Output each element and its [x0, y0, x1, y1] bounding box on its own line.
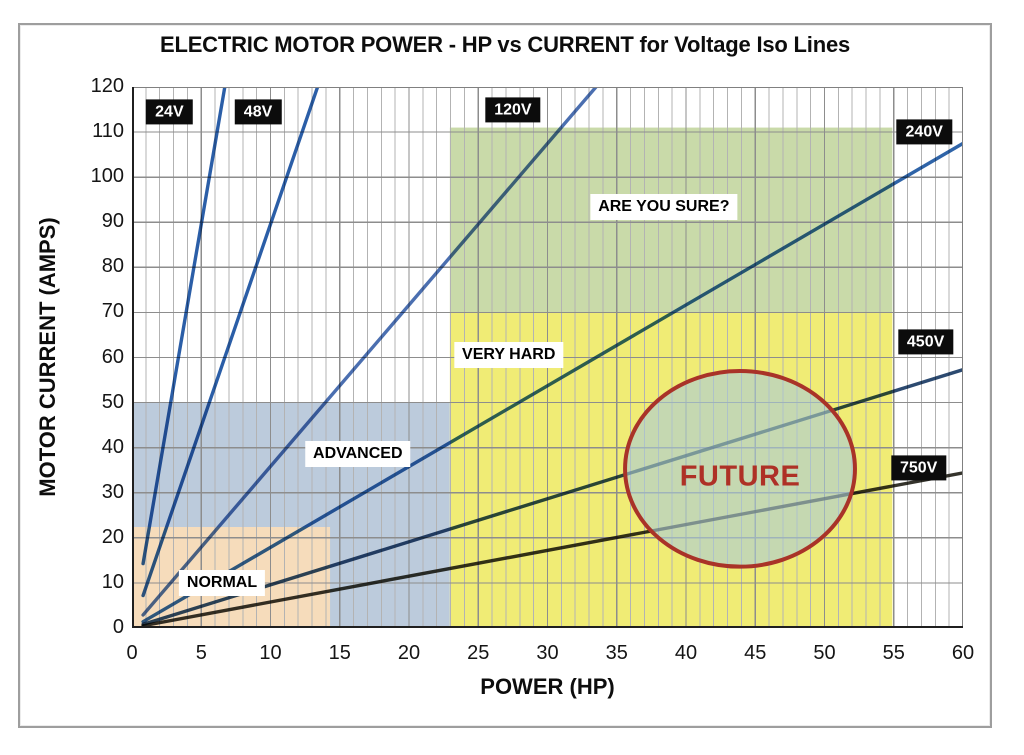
y-tick-90: 90: [101, 210, 124, 233]
x-tick-35: 35: [605, 642, 628, 664]
y-tick-120: 120: [90, 75, 124, 97]
y-tick-80: 80: [101, 255, 124, 278]
y-tick-10: 10: [101, 570, 124, 593]
y-tick-60: 60: [101, 345, 124, 368]
x-tick-55: 55: [882, 642, 905, 664]
y-tick-30: 30: [101, 480, 124, 503]
y-tick-110: 110: [92, 120, 124, 143]
chart-plot-area: [132, 87, 963, 628]
x-tick-25: 25: [467, 642, 490, 664]
y-tick-100: 100: [90, 165, 124, 188]
x-tick-60: 60: [951, 642, 975, 664]
y-tick-20: 20: [101, 525, 124, 548]
y-tick-50: 50: [101, 390, 124, 413]
page-title: ELECTRIC MOTOR POWER - HP vs CURRENT for…: [159, 32, 851, 57]
chart-plot-svg: [132, 87, 963, 628]
x-tick-50: 50: [813, 642, 836, 664]
y-tick-70: 70: [101, 300, 124, 323]
x-tick-15: 15: [328, 642, 351, 664]
y-tick-40: 40: [101, 435, 124, 458]
x-tick-5: 5: [195, 642, 207, 664]
x-tick-30: 30: [536, 642, 559, 664]
x-tick-10: 10: [259, 642, 282, 664]
y-axis-title: MOTOR CURRENT (AMPS): [35, 217, 60, 497]
x-tick-45: 45: [744, 642, 767, 664]
x-tick-0: 0: [126, 642, 138, 664]
y-tick-0: 0: [112, 616, 124, 638]
x-axis-title: POWER (HP): [480, 674, 615, 699]
x-tick-40: 40: [674, 642, 698, 664]
x-tick-20: 20: [397, 642, 421, 664]
